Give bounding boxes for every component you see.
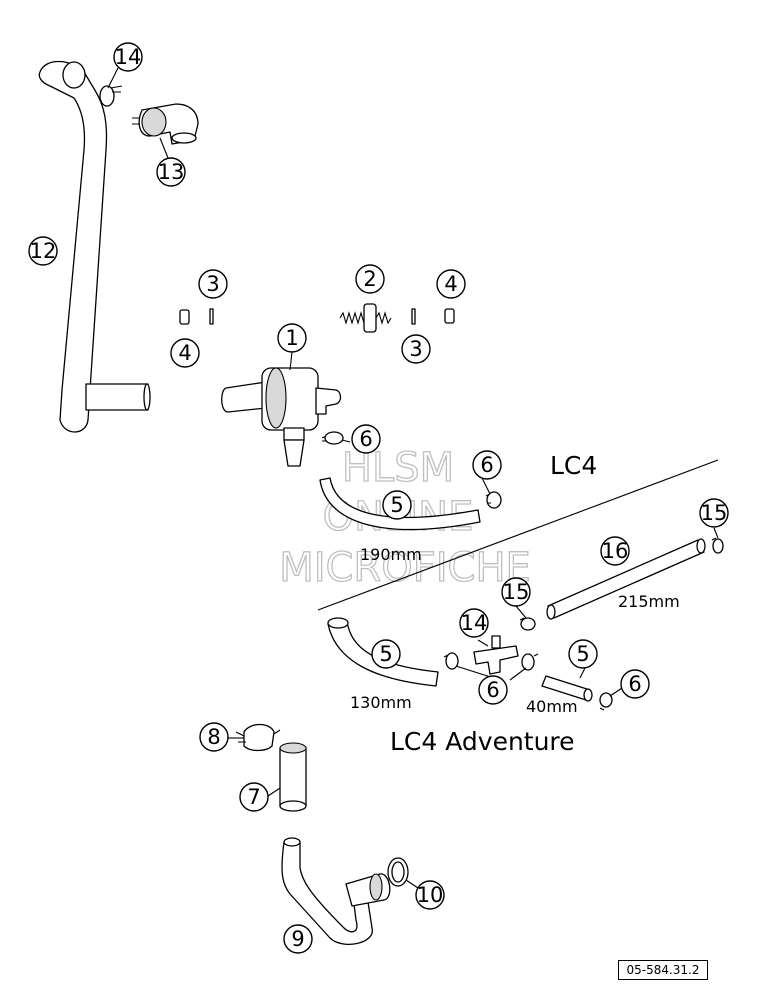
svg-text:3: 3 [409,337,422,361]
svg-text:8: 8 [207,725,220,749]
o-ring-10 [387,857,409,887]
hose-piece-7 [279,742,307,812]
svg-text:7: 7 [247,785,260,809]
svg-text:5: 5 [576,642,589,666]
hose-5-adv-40 [541,675,593,702]
hose-clamp-6-a [321,431,344,445]
svg-text:4: 4 [178,341,191,365]
svg-text:14: 14 [461,611,488,635]
pin-3-left [209,308,214,325]
pin-3-right [411,308,416,325]
svg-text:13: 13 [158,160,185,184]
svg-text:4: 4 [444,272,457,296]
callout-6b: 6 [472,450,502,480]
callout-6d: 6 [620,669,650,699]
callout-12: 14 [113,42,143,72]
hose-clamp-15-b [711,537,724,554]
dimension-label-215mm: 215mm [618,592,680,611]
hose-16-215 [546,538,706,620]
callout-5b: 5 [371,639,401,669]
dimension-label-190mm: 190mm [360,545,422,564]
callout-3a: 3 [198,269,228,299]
svg-text:12: 12 [30,239,57,263]
callout-2: 2 [355,264,385,294]
svg-text:15: 15 [503,580,530,604]
callout-6a: 6 [351,424,381,454]
bent-pipe-9 [281,837,391,945]
svg-text:1: 1 [285,326,298,350]
callout-9: 9 [283,924,313,954]
hose-clamp-6-e [599,692,613,711]
callout-1: 1 [277,323,307,353]
hose-clamp-6-b [485,491,502,509]
hose-clamp-15-a [519,617,536,631]
svg-text:2: 2 [363,267,376,291]
hose-clamp-6-d [521,653,539,671]
sleeve-4-right [444,308,455,324]
spring-2 [339,303,392,333]
callout-5a: 5 [382,490,412,520]
callout-10: 10 [415,880,445,910]
svg-text:5: 5 [390,493,403,517]
valve-1 [221,367,342,467]
svg-text:6: 6 [480,453,493,477]
callout-4b: 4 [436,269,466,299]
callout-11: 12 [28,236,58,266]
callout-7: 7 [239,782,269,812]
hose-clamp-6-c [443,652,459,670]
dimension-label-130mm: 130mm [350,693,412,712]
elbow-fitting-13 [132,103,199,145]
svg-text:6: 6 [359,427,372,451]
svg-text:6: 6 [486,678,499,702]
drawing-code: 05-584.31.2 [618,960,708,980]
svg-text:14: 14 [115,45,142,69]
watermark-line-3: MICROFICHE [279,545,531,591]
callout-6c: 6 [478,675,508,705]
section-label-lc4-adventure: LC4 Adventure [390,727,575,756]
svg-text:3: 3 [206,272,219,296]
callout-15a: 15 [501,577,531,607]
hose-clamp-8 [235,723,281,752]
svg-text:16: 16 [602,539,629,563]
svg-text:15: 15 [701,501,728,525]
callout-5c: 5 [568,639,598,669]
callout-4a: 4 [170,338,200,368]
callout-14: 14 [459,608,489,638]
sleeve-4-left [179,309,190,325]
hose-clamp-12 [99,85,123,107]
breather-hose-11 [38,60,151,433]
watermark-line-1: HLSM [342,445,454,491]
section-label-lc4: LC4 [550,451,597,480]
callout-8: 8 [199,722,229,752]
section-divider-line [317,459,719,611]
hose-5-lc4 [319,477,481,531]
callout-3b: 3 [401,334,431,364]
dimension-label-40mm: 40mm [526,697,578,716]
callout-15b: 15 [699,498,729,528]
callout-16: 16 [600,536,630,566]
svg-text:10: 10 [417,883,444,907]
hose-5-adv-130 [327,617,439,687]
t-piece-14 [473,635,519,675]
svg-text:5: 5 [379,642,392,666]
svg-text:9: 9 [291,927,304,951]
svg-text:6: 6 [628,672,641,696]
callout-13: 13 [156,157,186,187]
